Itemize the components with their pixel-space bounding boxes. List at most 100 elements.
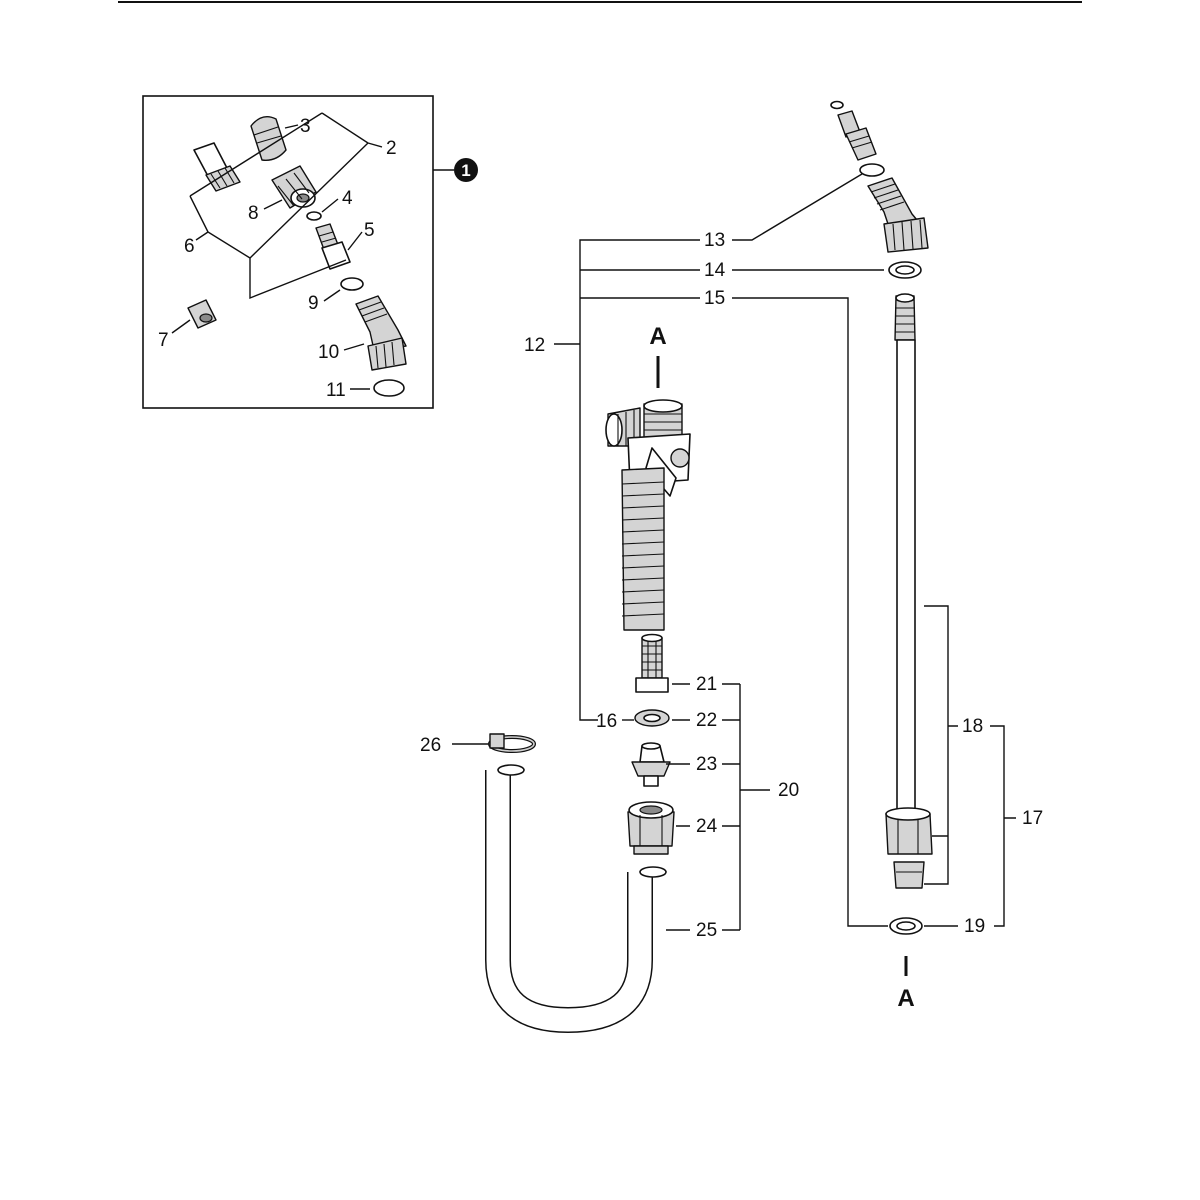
part-7-small-nut [187, 299, 217, 329]
part-10-elbow [355, 295, 407, 371]
label-23: 23 [696, 754, 717, 775]
upper-elbow-ribs [870, 183, 905, 211]
part-21-filter-screen [635, 633, 669, 693]
leader-8 [263, 199, 283, 210]
upper-nut-ribs [892, 219, 923, 251]
part-18-wand [885, 293, 933, 889]
leader-15 [732, 297, 888, 927]
part-26-hose-clamp [488, 733, 536, 753]
part-25-hose [485, 770, 653, 1034]
label-13: 13 [704, 230, 725, 251]
wand-tube [896, 339, 916, 811]
part-11-o-ring [373, 379, 405, 397]
label-5: 5 [364, 220, 375, 241]
bracket-20 [739, 684, 770, 930]
leader-4 [321, 198, 339, 213]
part-4-small-o-ring [306, 211, 322, 221]
bracket-6 [189, 195, 347, 300]
part-8-nut [271, 165, 317, 209]
leader-7 [171, 319, 191, 334]
label-21: 21 [696, 674, 717, 695]
valve-grip [621, 467, 665, 631]
leader-10 [343, 343, 365, 351]
inset-frame [142, 95, 434, 409]
label-3: 3 [300, 116, 311, 137]
filter-base [635, 677, 669, 693]
label-19: 19 [964, 916, 985, 937]
callout-badge-number: 1 [461, 161, 470, 180]
valve-side-port-end [605, 413, 623, 447]
hose-nut-bore [639, 805, 663, 815]
upper-o-ring [859, 163, 885, 177]
valve-top-ribs [644, 413, 682, 431]
upper-valve-ribs [848, 135, 873, 149]
part-3-nozzle-tip [250, 116, 287, 161]
part-9-o-ring [340, 277, 364, 291]
label-26: 26 [420, 735, 441, 756]
callout-badge-circle [454, 158, 478, 182]
clamp-screw-housing [489, 733, 505, 749]
label-14: 14 [704, 260, 726, 281]
section-a-top-label: A [649, 323, 666, 350]
valve-top-port [643, 399, 683, 413]
label-18: 18 [962, 716, 983, 737]
part-25-hose-fill [486, 770, 652, 1032]
wand-nut-top [885, 807, 931, 821]
part-19-o-ring-inner [896, 921, 916, 931]
hose-end-left [497, 764, 525, 776]
label-17: 17 [1022, 808, 1043, 829]
label-16: 16 [596, 711, 617, 732]
part-24-hose-nut [627, 801, 675, 855]
label-9: 9 [308, 293, 319, 314]
bracket-17 [990, 725, 1016, 927]
section-a-bottom-label: A [897, 985, 914, 1012]
label-12: 12 [524, 335, 545, 356]
leader-13 [732, 173, 863, 241]
part-5-check-valve [315, 223, 351, 270]
shutoff-valve-body [605, 399, 691, 631]
valve-grip-ribs [621, 481, 665, 617]
bracket-18 [924, 605, 958, 885]
label-10: 10 [318, 342, 339, 363]
part-22-washer-hole [643, 713, 661, 723]
label-22: 22 [696, 710, 717, 731]
wand-tip-ribs [895, 307, 915, 333]
leader-3 [284, 124, 299, 129]
wand-nut-faces [897, 814, 919, 854]
label-20: 20 [778, 780, 799, 801]
wand-barb [893, 861, 925, 889]
label-11: 11 [326, 380, 346, 401]
leader-9 [323, 289, 341, 302]
label-24: 24 [696, 816, 718, 837]
upper-nozzle-assembly [830, 100, 929, 253]
label-25: 25 [696, 920, 717, 941]
label-7: 7 [158, 330, 169, 351]
main-leaders [452, 173, 1016, 976]
filter-mesh-lines [642, 638, 662, 678]
label-6: 6 [184, 236, 195, 257]
label-4: 4 [342, 188, 353, 209]
label-8: 8 [248, 203, 259, 224]
upper-valve-body [845, 127, 877, 161]
filter-top [641, 633, 663, 643]
label-15: 15 [704, 288, 725, 309]
part-6-cone-adapter [193, 142, 241, 192]
part-14-o-ring-inner [895, 265, 915, 275]
barb-top [641, 742, 661, 750]
barb-stem [643, 775, 659, 787]
bracket-12 [554, 239, 700, 721]
part-23-hose-barb [631, 742, 671, 787]
barb-collar [631, 761, 671, 777]
wand-tip-end [895, 293, 915, 303]
upper-small-o-ring [830, 100, 844, 110]
nozzle-kit-inset: 1 [142, 95, 478, 409]
filter-mesh [641, 637, 663, 679]
hose-nut-neck [633, 845, 669, 855]
valve-lever-pivot [670, 448, 690, 468]
bracket-2 [189, 112, 383, 259]
label-2: 2 [386, 138, 397, 159]
hose-end-right [639, 866, 667, 878]
leader-5 [347, 231, 363, 251]
hose-nut-faces [639, 815, 663, 846]
